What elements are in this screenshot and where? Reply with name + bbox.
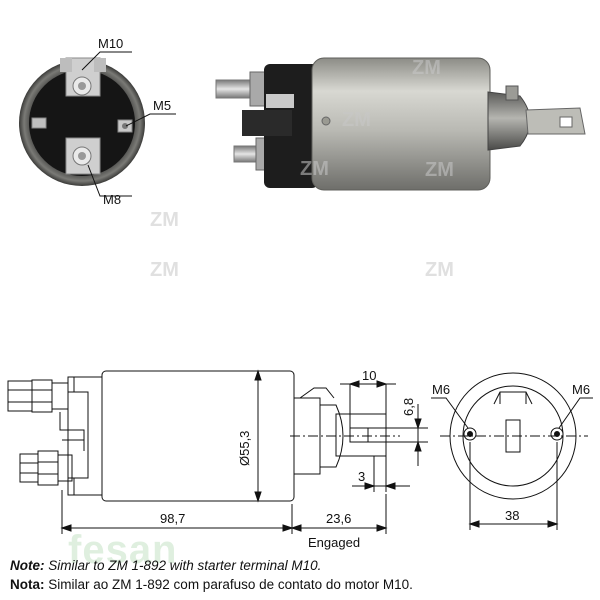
zm-watermarks: ZM ZM ZM ZM ZM ZM ZM xyxy=(150,57,454,281)
drawing-upper-bolt xyxy=(7,380,33,412)
dim-lengths xyxy=(60,490,388,534)
note-pt-label: Nota: xyxy=(10,577,45,592)
right-m6-leader xyxy=(558,397,593,429)
zm-watermark-5: ZM xyxy=(150,209,179,231)
right-m6-label: M6 xyxy=(572,382,590,397)
drawing-tab-slot xyxy=(349,427,369,443)
diameter-label: Ø55,3 xyxy=(237,431,252,466)
m8-leader xyxy=(87,164,132,197)
body-length-label: 98,7 xyxy=(160,511,185,526)
m8-label: M8 xyxy=(103,192,121,207)
engaged-label: Engaged xyxy=(308,535,360,550)
zm-watermark-3: ZM xyxy=(425,159,454,181)
m5-leader xyxy=(125,113,176,127)
dim-diameter xyxy=(254,369,262,503)
slot-width-label: 10 xyxy=(362,368,376,383)
end-cap-inner xyxy=(29,70,135,176)
tab-slot xyxy=(559,116,573,128)
photo-leaders xyxy=(81,51,176,197)
left-m6-label: M6 xyxy=(432,382,450,397)
plunger-length-label: 23,6 xyxy=(326,511,351,526)
drawing-lower-bolt xyxy=(19,453,39,483)
note-en-label: Note: xyxy=(10,558,45,573)
zm-watermark-6: ZM xyxy=(425,259,454,281)
note-en: Note: Similar to ZM 1-892 with starter t… xyxy=(10,556,595,575)
note-pt-text: Similar ao ZM 1-892 com parafuso de cont… xyxy=(48,577,413,592)
dim-mount-spacing xyxy=(468,442,559,530)
drawing-nose xyxy=(294,397,321,475)
drawing-plunger-tab xyxy=(335,413,387,457)
notes-block: Note: Similar to ZM 1-892 with starter t… xyxy=(10,556,595,594)
zm-watermark-2: ZM xyxy=(342,109,371,131)
m5-label: M5 xyxy=(153,98,171,113)
drawing-rear-cap xyxy=(67,376,102,496)
mount-spacing-label: 38 xyxy=(505,508,519,523)
note-pt: Nota: Similar ao ZM 1-892 com parafuso d… xyxy=(10,575,595,594)
m10-label: M10 xyxy=(98,36,123,51)
drawing-plunger xyxy=(320,404,344,468)
zm-watermark-7: ZM xyxy=(150,259,179,281)
photo-side-view xyxy=(215,57,586,191)
solenoid-body xyxy=(311,57,491,191)
plunger-tab xyxy=(525,107,586,135)
drawing-end-view xyxy=(431,372,593,500)
slot-height-label: 6,8 xyxy=(401,398,416,416)
dim-slot xyxy=(340,380,428,492)
fesan-watermark: fesan xyxy=(68,528,178,572)
zm-watermark-1: ZM xyxy=(412,57,441,79)
note-en-text: Similar to ZM 1-892 with starter termina… xyxy=(48,558,322,573)
photo-end-view xyxy=(19,57,145,186)
plunger xyxy=(487,91,531,151)
drawing-body xyxy=(101,370,295,502)
left-m6-leader xyxy=(431,397,469,429)
drawing-side-view xyxy=(7,370,400,502)
zm-watermark-4: ZM xyxy=(300,158,329,180)
stroke-label: 3 xyxy=(358,469,365,484)
m10-leader xyxy=(81,51,132,71)
